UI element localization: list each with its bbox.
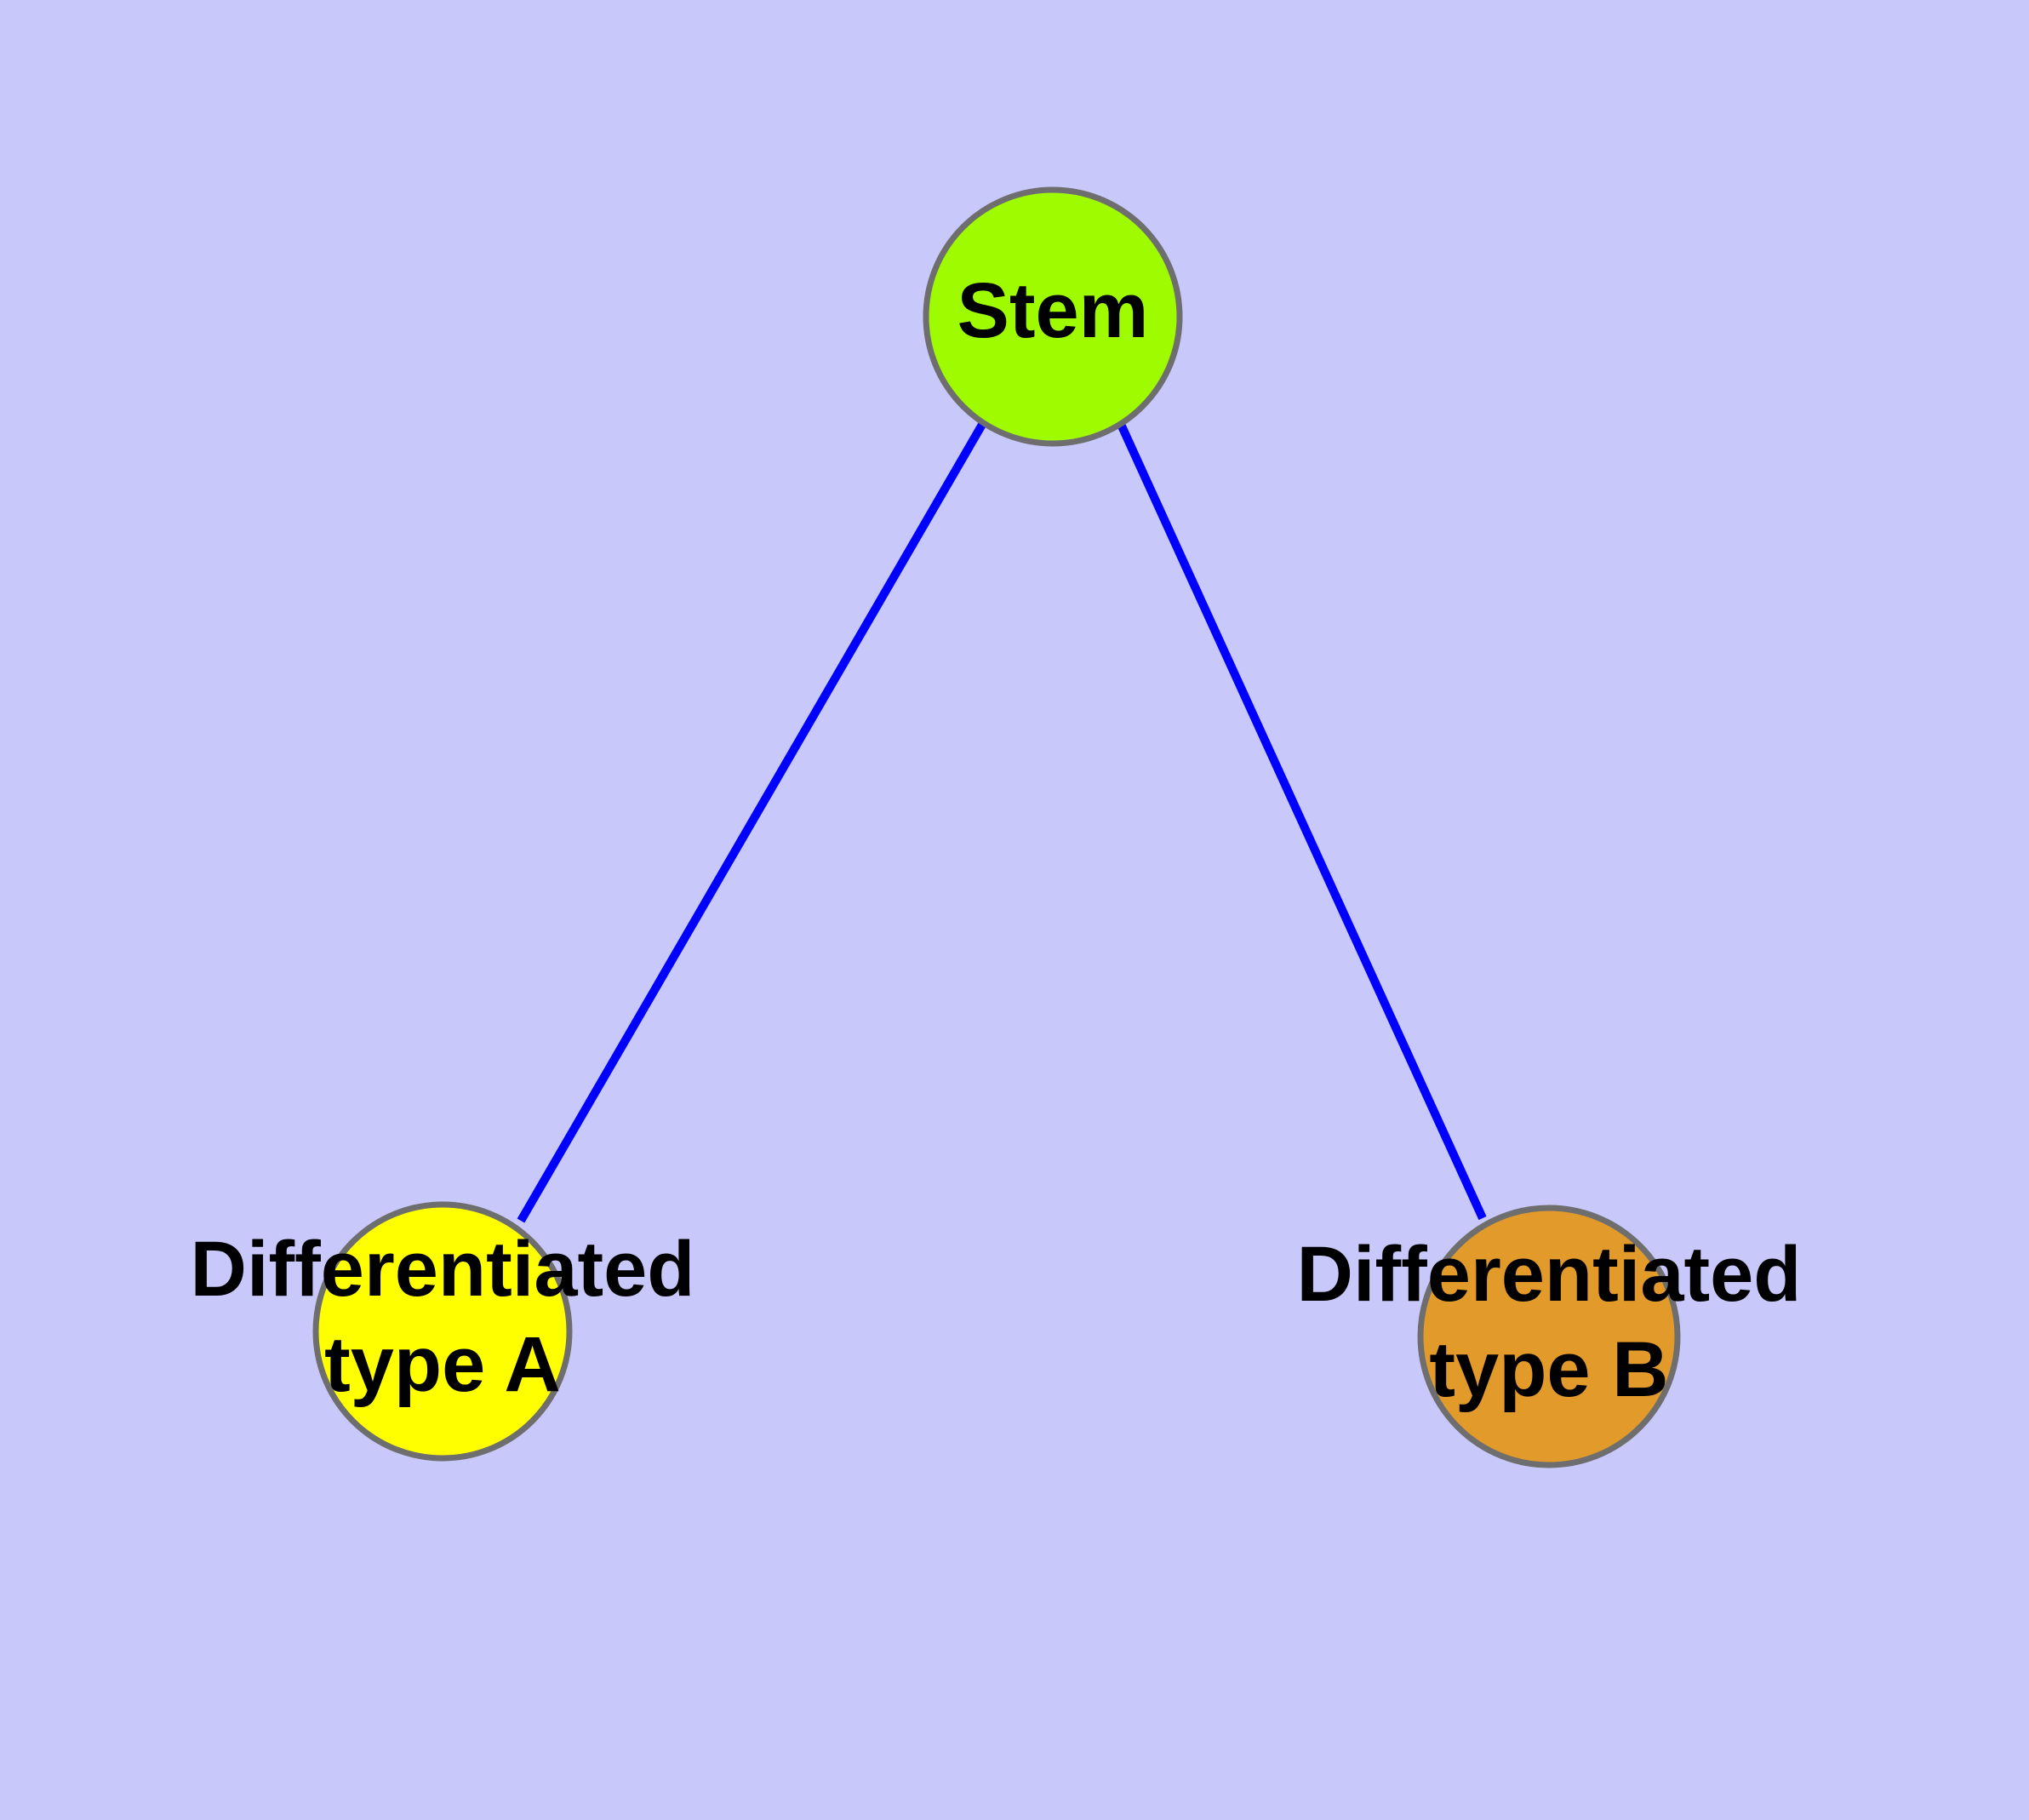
- node-circle-diff-b[interactable]: [1417, 1205, 1681, 1468]
- node-diff-b[interactable]: [1417, 1205, 1681, 1468]
- node-label-line: Differentiated: [191, 1226, 695, 1313]
- node-label-line: type B: [1429, 1326, 1668, 1413]
- edge-stem-to-diff-b[interactable]: [1115, 418, 1487, 1221]
- node-circle-diff-a[interactable]: [312, 1201, 573, 1462]
- node-label-line: Stem: [957, 267, 1149, 354]
- edge-layer: [517, 418, 1487, 1223]
- node-diff-a[interactable]: [312, 1201, 573, 1462]
- node-label-line: type A: [324, 1321, 561, 1408]
- node-layer: [312, 186, 1681, 1468]
- node-label-stem: Stem: [957, 267, 1149, 354]
- node-circle-stem[interactable]: [923, 186, 1183, 447]
- node-label-line: Differentiated: [1297, 1231, 1802, 1318]
- node-stem[interactable]: [923, 186, 1183, 447]
- edge-stem-to-diff-a[interactable]: [517, 421, 987, 1223]
